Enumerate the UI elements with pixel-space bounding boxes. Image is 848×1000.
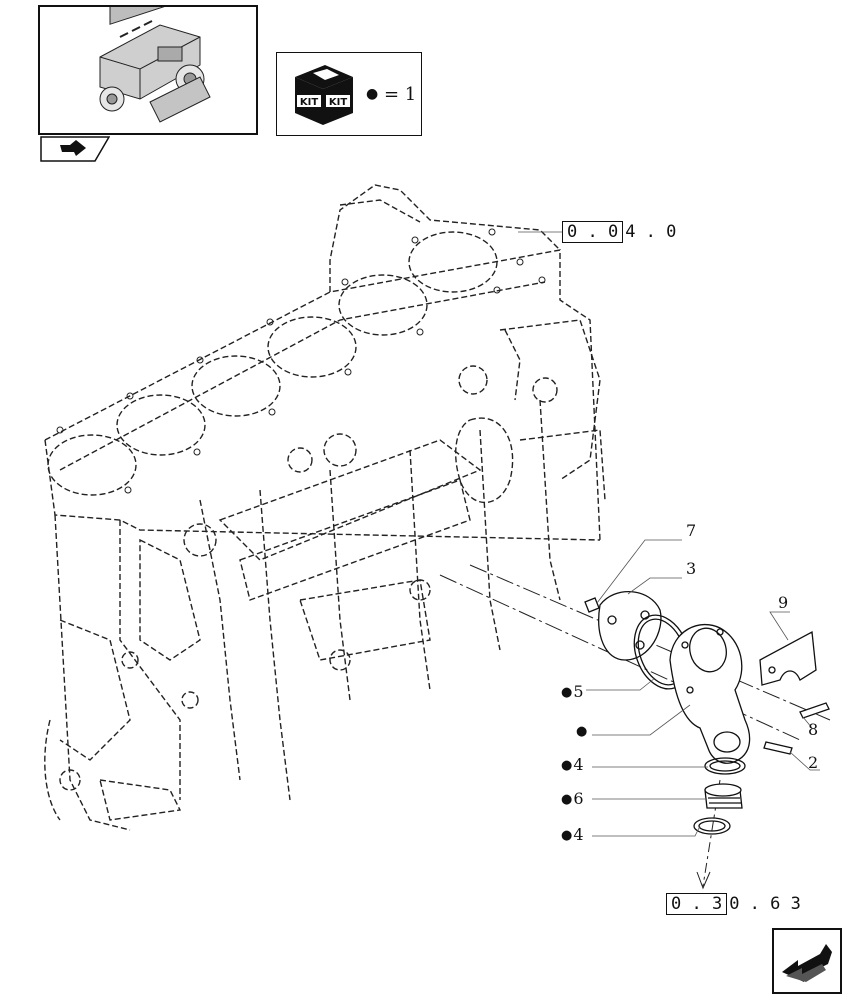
- coolant-outlet-parts: [584, 591, 830, 835]
- deck-bolt-holes: [56, 228, 546, 494]
- kit-legend-box: KIT KIT: [276, 52, 422, 136]
- part-7-plug[interactable]: [584, 597, 600, 613]
- reference-bottom-rest: 0 . 6 3: [729, 894, 801, 914]
- callout-8: 8: [808, 720, 819, 739]
- exit-arrow-icon: [782, 944, 832, 982]
- engine-thumbnail[interactable]: [38, 0, 258, 135]
- reference-bottom-boxed: 0 . 3: [666, 893, 728, 915]
- exit-button[interactable]: [772, 928, 842, 994]
- part-1-elbow-housing[interactable]: [669, 623, 751, 764]
- kit-legend-dot: ●: [366, 86, 379, 102]
- kit-legend-value: 1: [404, 84, 417, 105]
- part-3-gasket[interactable]: [598, 591, 662, 661]
- reference-top-boxed: 0 . 0: [562, 221, 624, 243]
- callout-6: ●6: [561, 789, 584, 808]
- kit-legend-text: ● = 1: [366, 84, 416, 105]
- callout-2: 2: [808, 753, 819, 772]
- nav-tab[interactable]: [40, 136, 111, 162]
- kit-box-icon: KIT KIT: [295, 65, 353, 125]
- part-4-seal-lower[interactable]: [693, 817, 731, 835]
- callout-3: 3: [686, 559, 697, 578]
- callout-5: ●5: [561, 682, 584, 701]
- callout-9: 9: [778, 593, 789, 612]
- kit-label-right: KIT: [329, 97, 347, 108]
- callout-1: ●: [576, 724, 588, 739]
- callout-4-upper: ●4: [561, 755, 584, 774]
- reference-top-rest: 4 . 0: [625, 222, 677, 242]
- callout-7: 7: [686, 521, 697, 540]
- kit-legend-equals: =: [383, 84, 400, 105]
- part-4-seal-upper[interactable]: [704, 757, 746, 775]
- kit-label-left: KIT: [300, 97, 318, 108]
- part-2-bolt[interactable]: [763, 741, 793, 755]
- nav-arrow-icon: [40, 136, 111, 162]
- callout-4-lower: ●4: [561, 825, 584, 844]
- leader-lines: [518, 231, 820, 837]
- part-8-bolt[interactable]: [799, 702, 830, 719]
- engine-block-outline: [44, 184, 606, 831]
